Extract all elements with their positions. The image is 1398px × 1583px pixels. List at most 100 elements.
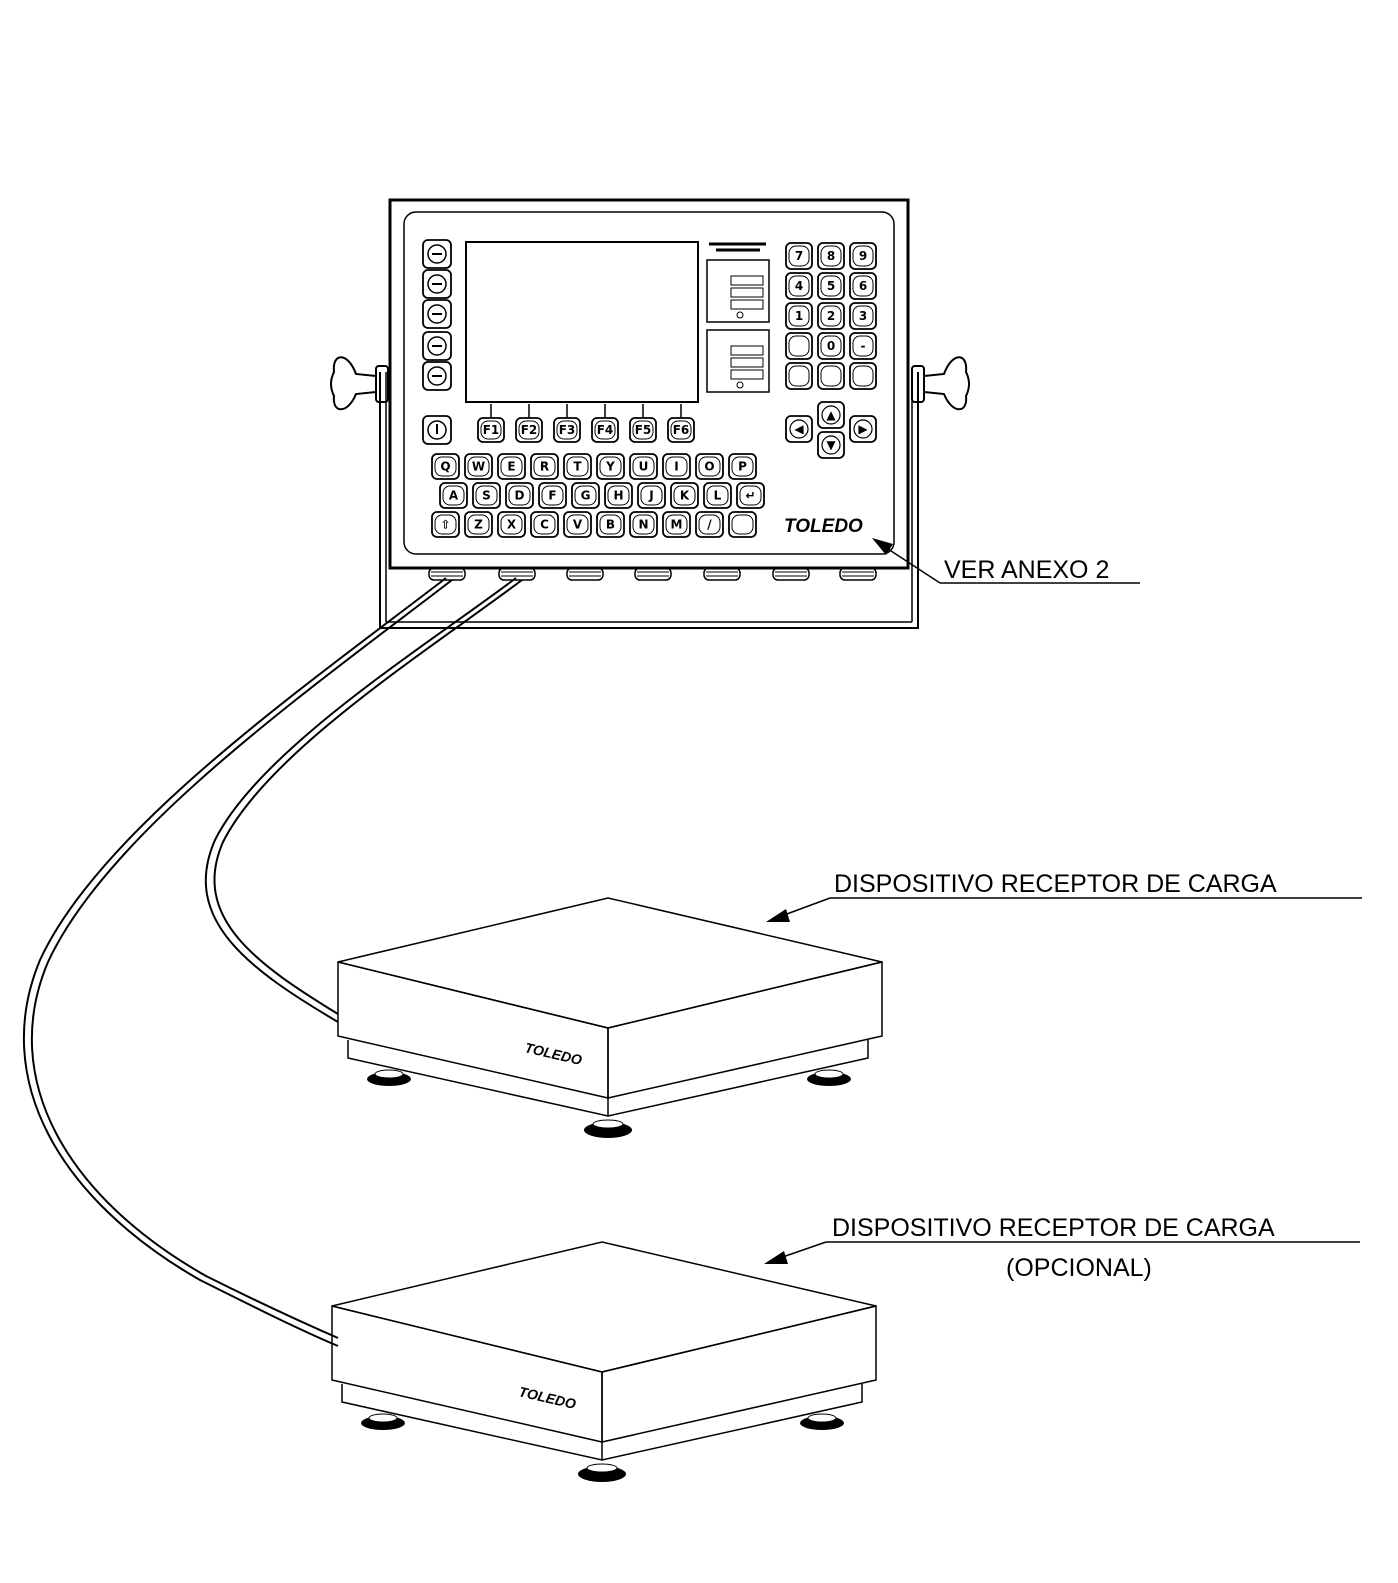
key-label: X — [507, 518, 517, 532]
function-key-3[interactable]: F3 — [553, 417, 581, 443]
foot — [367, 1069, 411, 1086]
arrow-down-key[interactable]: ▼ — [817, 431, 845, 459]
scale1-label: DISPOSITIVO RECEPTOR DE CARGA — [834, 870, 1277, 898]
keyboard-key[interactable]: H — [604, 482, 633, 509]
keyboard-key[interactable]: U — [629, 453, 658, 480]
arrow-up-key[interactable]: ▲ — [817, 401, 845, 429]
keyboard-key[interactable]: L — [703, 482, 732, 509]
key-label: 2 — [827, 309, 835, 323]
keyboard-key[interactable]: W — [464, 453, 493, 480]
numpad-key[interactable]: 1 — [785, 302, 813, 330]
numpad-key[interactable] — [849, 362, 877, 390]
keyboard-key[interactable] — [728, 511, 757, 538]
key-label: 8 — [827, 249, 835, 263]
key-label: N — [638, 518, 648, 532]
numpad-key[interactable]: 0 — [817, 332, 845, 360]
side-key-tare[interactable] — [422, 269, 452, 299]
foot — [807, 1069, 851, 1086]
keyboard-key[interactable]: E — [497, 453, 526, 480]
key-label: P — [738, 460, 747, 474]
keyboard-key[interactable]: V — [563, 511, 592, 538]
key-label: F6 — [673, 423, 690, 437]
key-label: 7 — [795, 249, 803, 263]
keyboard-key[interactable]: F — [538, 482, 567, 509]
numpad-key[interactable]: 4 — [785, 272, 813, 300]
key-label: O — [704, 460, 714, 474]
numpad-key[interactable]: - — [849, 332, 877, 360]
left-knob — [330, 356, 389, 411]
platform-brand-logo: TOLEDO — [523, 1039, 583, 1068]
keyboard-key[interactable]: X — [497, 511, 526, 538]
key-label: S — [482, 489, 491, 503]
function-key-2[interactable]: F2 — [515, 417, 543, 443]
arrow-right-key[interactable]: ▶ — [849, 415, 877, 443]
side-key-print[interactable] — [422, 331, 452, 361]
key-label: 1 — [795, 309, 803, 323]
key-label: L — [714, 489, 722, 503]
arrow-down-icon: ▼ — [826, 438, 836, 452]
keyboard-key[interactable]: M — [662, 511, 691, 538]
numpad-key[interactable]: 5 — [817, 272, 845, 300]
numpad-key[interactable]: 7 — [785, 242, 813, 270]
key-label: C — [540, 518, 549, 532]
scale1-callout: DISPOSITIVO RECEPTOR DE CARGA — [766, 870, 1362, 922]
arrow-right-icon: ▶ — [858, 422, 868, 436]
key-label: E — [507, 460, 515, 474]
scale2-optional-label: (OPCIONAL) — [1006, 1254, 1152, 1282]
key-label: F3 — [559, 423, 576, 437]
function-key-6[interactable]: F6 — [667, 417, 695, 443]
arrow-left-key[interactable]: ◀ — [785, 415, 813, 443]
foot — [578, 1463, 626, 1482]
arrow-keys: ▲ ◀ ▶ ▼ — [785, 401, 877, 459]
keyboard-key[interactable]: ⇧ — [431, 511, 460, 538]
side-key-clear[interactable] — [422, 299, 452, 329]
key-label: B — [606, 518, 615, 532]
keyboard-key[interactable]: I — [662, 453, 691, 480]
keyboard-key[interactable]: B — [596, 511, 625, 538]
keyboard-key[interactable]: J — [637, 482, 666, 509]
keyboard-key[interactable]: Q — [431, 453, 460, 480]
numpad-key[interactable]: 3 — [849, 302, 877, 330]
keyboard-key[interactable]: ↵ — [736, 482, 765, 509]
keyboard-key[interactable]: Z — [464, 511, 493, 538]
arrow-up-icon: ▲ — [826, 408, 836, 422]
numpad-key[interactable] — [785, 332, 813, 360]
cable-gland — [498, 567, 536, 581]
key-label: 0 — [827, 339, 835, 353]
power-key[interactable] — [422, 415, 452, 445]
key-label: Z — [474, 518, 483, 532]
numpad-key[interactable]: 8 — [817, 242, 845, 270]
key-label: 3 — [859, 309, 867, 323]
function-key-4[interactable]: F4 — [591, 417, 619, 443]
keyboard-key[interactable]: / — [695, 511, 724, 538]
keyboard-key[interactable]: O — [695, 453, 724, 480]
annex-callout: VER ANEXO 2 — [872, 538, 1140, 584]
cable-glands — [428, 567, 877, 581]
keyboard-key[interactable]: P — [728, 453, 757, 480]
key-label: U — [639, 460, 649, 474]
numpad-key[interactable] — [785, 362, 813, 390]
keyboard-key[interactable]: Y — [596, 453, 625, 480]
numpad-key[interactable]: 2 — [817, 302, 845, 330]
keyboard-key[interactable]: G — [571, 482, 600, 509]
keyboard-key[interactable]: K — [670, 482, 699, 509]
keyboard-key[interactable]: R — [530, 453, 559, 480]
keyboard-key[interactable]: S — [472, 482, 501, 509]
function-key-1[interactable]: F1 — [477, 417, 505, 443]
cable-gland — [703, 567, 741, 581]
side-key-zero[interactable] — [422, 239, 452, 269]
keyboard-key[interactable]: D — [505, 482, 534, 509]
side-key-menu[interactable] — [422, 361, 452, 391]
function-key-5[interactable]: F5 — [629, 417, 657, 443]
numpad-key[interactable] — [817, 362, 845, 390]
keyboard-key[interactable]: T — [563, 453, 592, 480]
numpad-key[interactable]: 6 — [849, 272, 877, 300]
keyboard-key[interactable]: C — [530, 511, 559, 538]
keyboard-key[interactable]: A — [439, 482, 468, 509]
keyboard-key[interactable]: N — [629, 511, 658, 538]
numpad-key[interactable]: 9 — [849, 242, 877, 270]
scale-platform-1: TOLEDO — [337, 897, 883, 1138]
